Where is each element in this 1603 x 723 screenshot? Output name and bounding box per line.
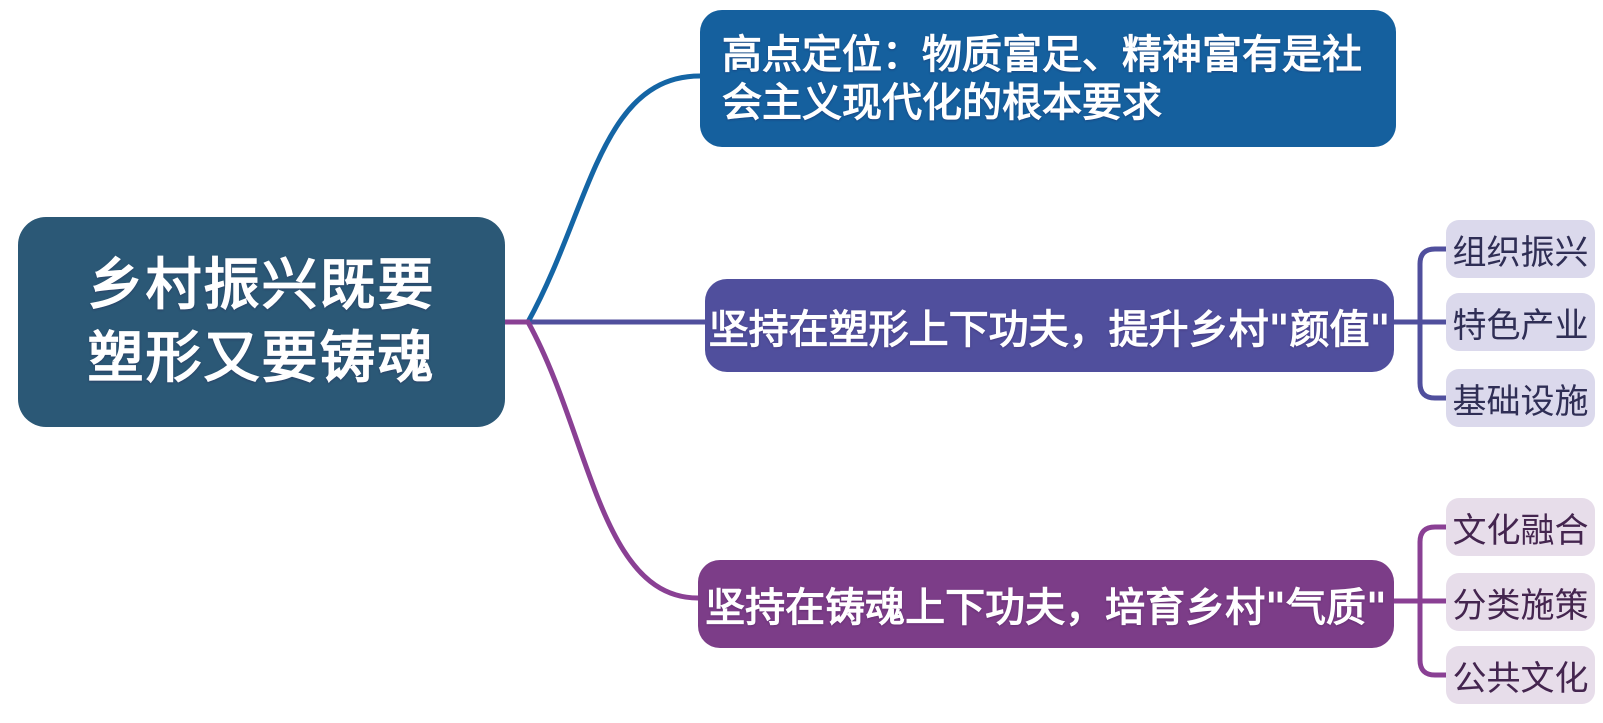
branch-node-bottom: 坚持在铸魂上下功夫，培育乡村"气质" [698,560,1394,648]
connector-root-to-bottom [502,319,701,601]
child-node-characteristic-industry: 特色产业 [1446,293,1595,351]
branch-node-bottom-label: 坚持在铸魂上下功夫，培育乡村"气质" [705,585,1387,631]
child-node-cultural-integration: 文化融合 [1446,498,1595,556]
root-node-label-line-1: 乡村振兴既要 [87,253,436,318]
child-node-label: 特色产业 [1452,305,1589,346]
child-node-organization-revitalization: 组织振兴 [1446,220,1595,278]
branch-node-top: 高点定位：物质富足、精神富有是社会主义现代化的根本要求 [700,10,1396,147]
branch-node-middle: 坚持在塑形上下功夫，提升乡村"颜值" [705,279,1394,372]
branch-node-middle-label: 坚持在塑形上下功夫，提升乡村"颜值" [708,306,1391,353]
child-node-label: 基础设施 [1452,381,1589,422]
child-node-label: 文化融合 [1452,510,1589,551]
child-node-label: 分类施策 [1452,585,1589,626]
child-node-label: 组织振兴 [1452,232,1589,273]
child-node-infrastructure: 基础设施 [1446,369,1595,427]
connector-root-to-top [525,73,703,325]
connector-bottom-to-children [1391,524,1451,678]
root-node: 乡村振兴既要 塑形又要铸魂 [18,217,505,427]
branch-node-top-label: 高点定位：物质富足、精神富有是社会主义现代化的根本要求 [722,31,1362,126]
child-node-label: 公共文化 [1452,658,1589,699]
root-node-label-line-2: 塑形又要铸魂 [87,326,436,391]
child-node-public-culture: 公共文化 [1446,646,1595,704]
child-node-classified-policies: 分类施策 [1446,573,1595,631]
connector-middle-to-children [1391,246,1449,401]
